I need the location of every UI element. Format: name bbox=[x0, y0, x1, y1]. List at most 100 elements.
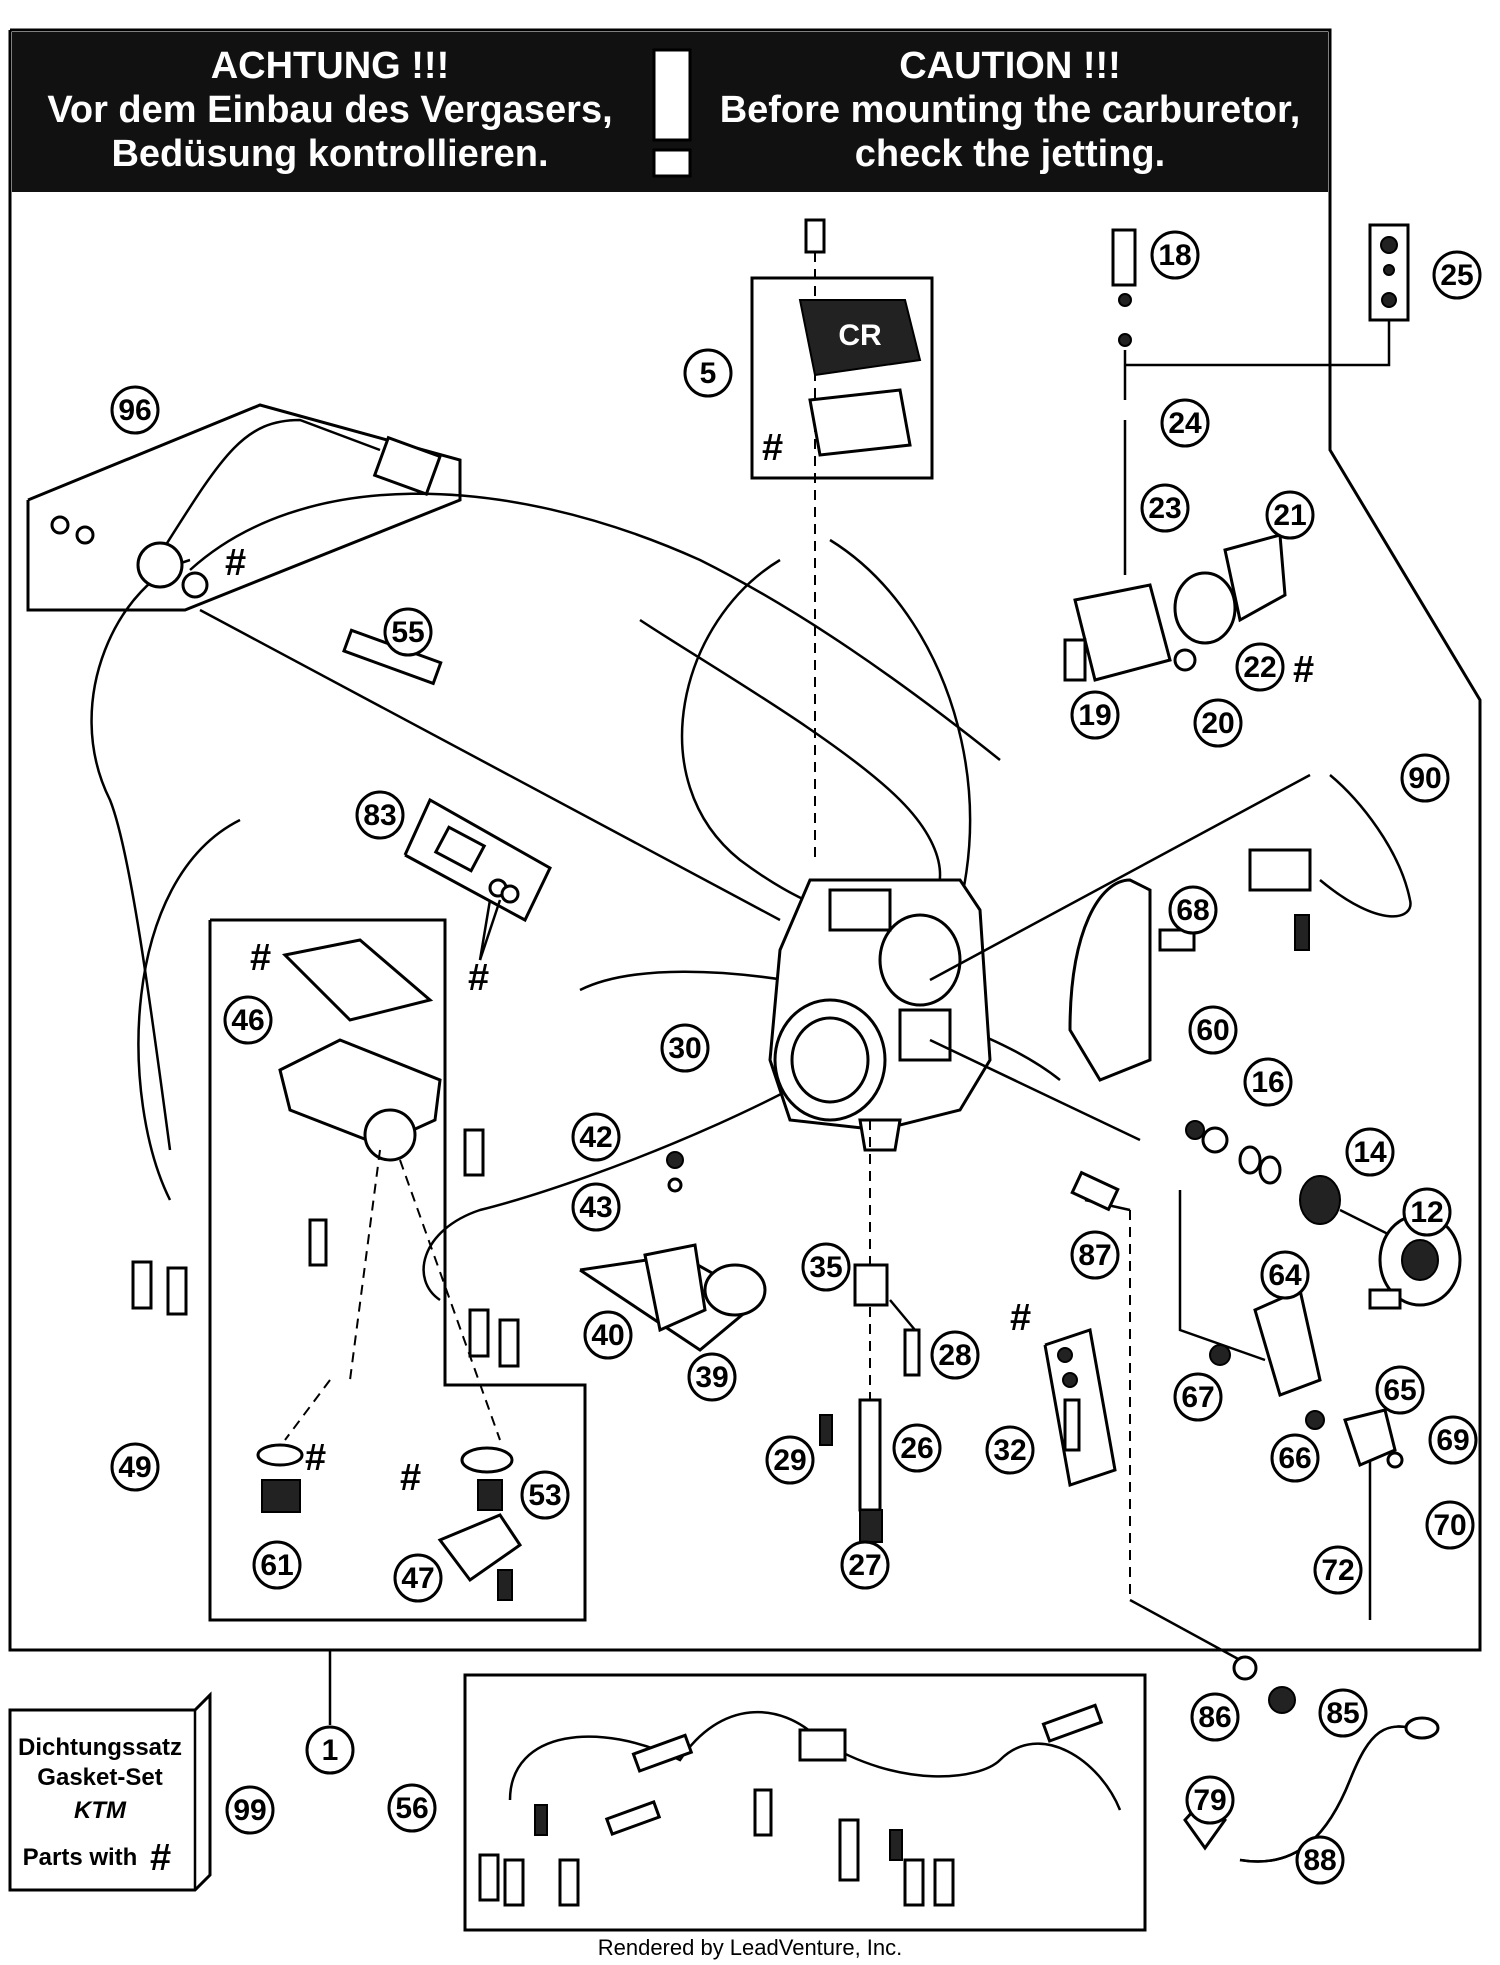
jet-group bbox=[819, 1263, 921, 1543]
callout-circle bbox=[1345, 1127, 1395, 1177]
callout-69: 69 bbox=[1428, 1415, 1478, 1465]
callout-circle bbox=[225, 1785, 275, 1835]
callout-68: 68 bbox=[1168, 885, 1218, 935]
brand-logo: KTM bbox=[74, 1797, 127, 1824]
hose-group-56 bbox=[463, 1673, 1147, 1932]
callout-label: 96 bbox=[118, 394, 151, 427]
callout-66: 66 bbox=[1270, 1433, 1320, 1483]
callout-label: 61 bbox=[260, 1549, 293, 1582]
callout-29: 29 bbox=[765, 1435, 815, 1485]
callout-label: 70 bbox=[1433, 1509, 1466, 1542]
callout-14: 14 bbox=[1345, 1127, 1395, 1177]
slide-group: # bbox=[1063, 223, 1410, 691]
callout-circle bbox=[801, 1242, 851, 1292]
hash-mark: # bbox=[305, 1437, 326, 1479]
warning-title-de: ACHTUNG !!! bbox=[211, 45, 450, 87]
throttle-shaft-group bbox=[929, 1038, 1462, 1307]
callout-56: 56 bbox=[387, 1783, 437, 1833]
callout-label: 25 bbox=[1440, 259, 1473, 292]
callout-28: 28 bbox=[930, 1330, 980, 1380]
callout-circle bbox=[1425, 1500, 1475, 1550]
callout-circle bbox=[571, 1182, 621, 1232]
callout-label: 86 bbox=[1198, 1701, 1231, 1734]
callout-21: 21 bbox=[1265, 490, 1315, 540]
callout-18: 18 bbox=[1150, 230, 1200, 280]
callout-1: 1 bbox=[305, 1725, 355, 1775]
callout-99: 99 bbox=[225, 1785, 275, 1835]
callout-96: 96 bbox=[110, 385, 160, 435]
callout-42: 42 bbox=[571, 1112, 621, 1162]
warning-title-en: CAUTION !!! bbox=[899, 45, 1121, 87]
callout-circle bbox=[1185, 1775, 1235, 1825]
jet-kit-group-32: # bbox=[1010, 1297, 1117, 1487]
callout-circle bbox=[1402, 1187, 1452, 1237]
callout-90: 90 bbox=[1400, 753, 1450, 803]
callout-35: 35 bbox=[801, 1242, 851, 1292]
callout-43: 43 bbox=[571, 1182, 621, 1232]
callout-25: 25 bbox=[1432, 250, 1482, 300]
callout-label: 29 bbox=[773, 1444, 806, 1477]
callout-83: 83 bbox=[355, 790, 405, 840]
callout-22: 22 bbox=[1235, 642, 1285, 692]
callout-72: 72 bbox=[1313, 1545, 1363, 1595]
gasket-set-parts-with: Parts with bbox=[23, 1844, 138, 1871]
hash-mark: # bbox=[468, 957, 489, 999]
callout-circle bbox=[387, 1783, 437, 1833]
callout-label: 65 bbox=[1383, 1374, 1416, 1407]
callout-circle bbox=[583, 1310, 633, 1360]
callout-circle bbox=[1428, 1415, 1478, 1465]
hash-mark: # bbox=[1293, 649, 1314, 691]
callout-53: 53 bbox=[520, 1470, 570, 1520]
callout-label: 26 bbox=[900, 1432, 933, 1465]
float-bowl-group-49: # # # bbox=[208, 918, 587, 1622]
callout-label: 42 bbox=[579, 1121, 612, 1154]
callout-60: 60 bbox=[1188, 1005, 1238, 1055]
callout-32: 32 bbox=[985, 1425, 1035, 1475]
warning-line2-en: check the jetting. bbox=[855, 133, 1165, 175]
callout-label: 85 bbox=[1326, 1697, 1359, 1730]
callout-circle bbox=[1260, 1250, 1310, 1300]
hash-mark: # bbox=[400, 1457, 421, 1499]
callout-24: 24 bbox=[1160, 398, 1210, 448]
callout-30: 30 bbox=[660, 1023, 710, 1073]
callout-circle bbox=[1295, 1835, 1345, 1885]
gasket-set-label-en: Gasket-Set bbox=[37, 1764, 162, 1791]
callout-circle bbox=[1243, 1057, 1293, 1107]
callout-circle bbox=[1190, 1692, 1240, 1742]
callout-label: 69 bbox=[1436, 1424, 1469, 1457]
callout-circle bbox=[1265, 490, 1315, 540]
callout-circle bbox=[1070, 1230, 1120, 1280]
callout-label: 55 bbox=[391, 616, 424, 649]
callout-label: 5 bbox=[700, 357, 717, 390]
callout-86: 86 bbox=[1190, 1692, 1240, 1742]
callout-88: 88 bbox=[1295, 1835, 1345, 1885]
callout-label: 23 bbox=[1148, 492, 1181, 525]
callout-26: 26 bbox=[892, 1423, 942, 1473]
callout-label: 32 bbox=[993, 1434, 1026, 1467]
callout-label: 19 bbox=[1078, 699, 1111, 732]
callout-circle bbox=[1400, 753, 1450, 803]
callout-67: 67 bbox=[1173, 1372, 1223, 1422]
callout-label: 21 bbox=[1273, 499, 1306, 532]
callout-70: 70 bbox=[1425, 1500, 1475, 1550]
hash-mark: # bbox=[762, 427, 783, 469]
callout-circle bbox=[840, 1540, 890, 1590]
callout-circle bbox=[1070, 690, 1120, 740]
callout-label: 83 bbox=[363, 799, 396, 832]
callout-label: 67 bbox=[1181, 1381, 1214, 1414]
callout-circle bbox=[355, 790, 405, 840]
gasket-set-box: Dichtungssatz Gasket-Set KTM Parts with … bbox=[8, 1691, 212, 1892]
callout-circle bbox=[393, 1553, 443, 1603]
callout-label: 49 bbox=[118, 1451, 151, 1484]
warning-line2-de: Bedüsung kontrollieren. bbox=[111, 133, 548, 175]
callout-circle bbox=[252, 1540, 302, 1590]
callout-79: 79 bbox=[1185, 1775, 1235, 1825]
choke-group bbox=[579, 1151, 767, 1352]
cable-ends-left bbox=[131, 1260, 520, 1368]
callout-circle bbox=[1150, 230, 1200, 280]
warning-line1-en: Before mounting the carburetor, bbox=[720, 89, 1301, 131]
callout-label: 66 bbox=[1278, 1442, 1311, 1475]
callout-64: 64 bbox=[1260, 1250, 1310, 1300]
callout-label: 24 bbox=[1168, 407, 1202, 440]
